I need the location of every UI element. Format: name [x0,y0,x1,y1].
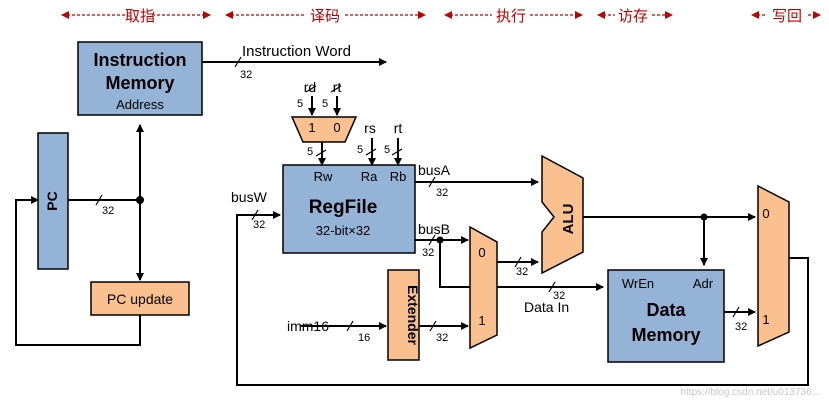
instruction-memory-title-1: Instruction [94,50,187,70]
signal-busB: busB [418,221,450,237]
alusrc-mux: 0 1 [469,225,498,350]
width-label-muxb-out: 32 [516,266,528,278]
extender: Extender [387,269,421,361]
wires [15,58,809,386]
data-memory-title-2: Memory [631,325,700,345]
signal-imm16: imm16 [287,318,329,334]
width-label-rd: 5 [297,98,303,110]
stage-memory: 访存 [618,8,648,25]
signal-rd: rd [304,79,316,95]
signal-rt-top: rt [333,79,342,95]
width-label-ext-out: 32 [436,332,448,344]
instruction-memory-title-2: Memory [105,73,174,93]
busb-junction-dot [436,236,444,244]
stage-decode: 译码 [310,8,340,25]
signal-rs: rs [364,120,376,136]
data-memory: WrEn Adr Data Memory [607,269,725,363]
alusrc-mux-in1: 1 [478,313,485,328]
width-label-busw: 32 [253,219,265,231]
width-label-busa: 32 [436,187,448,199]
regdst-mux-in1: 1 [308,120,315,135]
data-memory-title-1: Data [646,300,686,320]
width-label-rt-top: 5 [322,98,328,110]
width-label-pc: 32 [102,205,114,217]
regfile-port-rw: Rw [314,169,333,184]
pc-update: PC update [90,281,190,316]
regfile-port-rb: Rb [390,169,407,184]
pc-update-label: PC update [107,291,173,307]
width-label-datain: 32 [553,290,565,302]
width-label-rw: 5 [307,146,313,158]
signal-busW: busW [231,189,268,205]
width-label-busb: 32 [422,247,434,259]
instruction-memory-address-port: Address [116,97,164,112]
stage-writeback: 写回 [772,8,802,25]
regfile-port-ra: Ra [361,169,378,184]
instruction-memory: Instruction Memory Address [77,41,203,116]
regdst-mux: 1 0 [290,116,358,143]
extender-label: Extender [405,285,421,345]
regfile-title: RegFile [309,197,378,218]
width-label-rt: 5 [384,144,390,156]
register-file: Rw Ra Rb RegFile 32-bit×32 [282,164,416,254]
width-label-instruction: 32 [240,69,252,81]
width-label-imm16: 16 [358,332,370,344]
alu-label: ALU [560,204,577,235]
width-label-rs: 5 [357,144,363,156]
alusrc-mux-in0: 0 [478,245,485,260]
data-memory-port-adr: Adr [693,276,714,291]
writeback-mux-in0: 0 [762,206,769,221]
regfile-subtitle: 32-bit×32 [316,223,371,238]
data-memory-port-wren: WrEn [622,276,654,291]
signal-instruction-word: Instruction Word [242,43,351,60]
width-label-dmem-out: 32 [735,321,747,333]
alu: ALU [541,154,584,275]
pc-register: PC [37,132,69,270]
writeback-mux-in1: 1 [762,312,769,327]
pc-junction-dot [136,196,144,204]
stage-execute: 执行 [496,8,526,25]
watermark: https://blog.csdn.net/u013736... [680,387,820,398]
alu-junction-dot [700,213,708,221]
signal-rt: rt [394,120,403,136]
signal-busA: busA [418,162,451,178]
regdst-mux-in0: 0 [333,120,340,135]
writeback-mux: 0 1 [757,184,790,348]
stage-fetch: 取指 [125,8,155,25]
signal-data-in: Data In [524,299,569,315]
width-slashes [95,56,740,332]
pc-label: PC [44,191,60,210]
